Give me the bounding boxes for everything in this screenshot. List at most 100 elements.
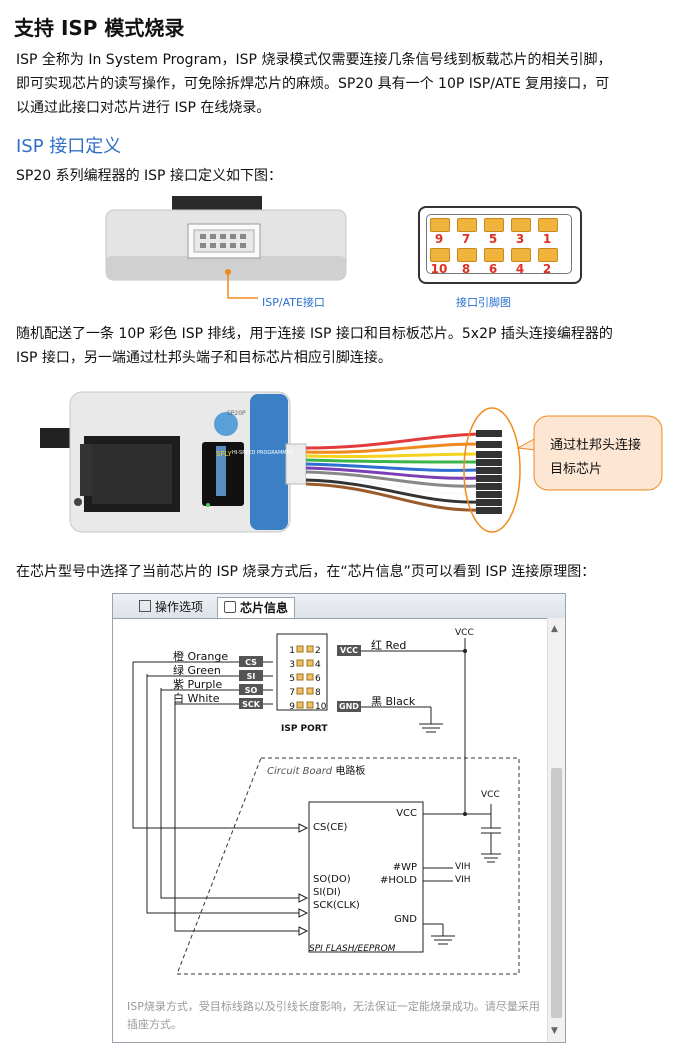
chip-caption: SPI FLASH/EEPROM [309, 944, 396, 954]
pin-pad [484, 248, 504, 262]
device-side-text: SP20P [227, 410, 246, 417]
gnd-tag: GND [339, 702, 359, 711]
device-top-image [105, 196, 347, 299]
chip-pin-hold: #HOLD [379, 875, 417, 886]
pin-number: 7 [461, 232, 471, 246]
wire-cn: 橙 [173, 650, 184, 663]
wire-en: Purple [187, 678, 223, 691]
pin-pad [430, 218, 450, 232]
pin-6: 6 [315, 674, 321, 684]
vcc-top-label: VCC [455, 628, 474, 638]
intro-line-3: 以通过此接口对芯片进行 ISP 在线烧录。 [16, 100, 271, 116]
tab-operations[interactable]: 操作选项 [133, 597, 209, 617]
isp-port-figure: ISP/ATE接口 9 7 5 3 1 10 8 6 4 2 接口引脚图 [100, 196, 600, 312]
cable-line-1: 随机配送了一条 10P 彩色 ISP 排线，用于连接 ISP 接口和目标板芯片。… [16, 326, 613, 342]
wire-orange: 橙 Orange [173, 650, 228, 664]
section-intro: SP20 系列编程器的 ISP 接口定义如下图： [16, 168, 282, 184]
wire-en: Orange [187, 650, 229, 663]
pinout-pins: 9 7 5 3 1 10 8 6 4 2 [430, 218, 570, 278]
pin-pad [430, 248, 450, 262]
pin-9: 9 [289, 702, 295, 712]
tab-operations-label: 操作选项 [155, 600, 204, 614]
vih-label-2: VIH [455, 875, 471, 885]
board-label-cn: 电路板 [335, 766, 366, 777]
port-pins-left: 1 3 5 7 9 [281, 644, 295, 714]
chip-pin-si: SI(DI) [313, 887, 341, 898]
wire-en: Green [187, 664, 221, 677]
wire-labels: 橙 Orange 绿 Green 紫 Purple 白 White [173, 650, 228, 706]
pin-number: 8 [461, 262, 471, 276]
isp-port-caption: ISP PORT [281, 724, 328, 734]
pin-pad [484, 218, 504, 232]
black-label: 黑 Black [371, 695, 416, 708]
signal-tags: CS SI SO SCK [239, 656, 263, 712]
tag-cs: CS [245, 658, 257, 667]
pin-1: 1 [289, 646, 295, 656]
pin-number: 1 [542, 232, 552, 246]
section-title: ISP 接口定义 [16, 136, 122, 157]
tag-so: SO [244, 686, 258, 695]
port-pins-right: 2 4 6 8 10 [315, 644, 331, 714]
wire-cn: 绿 [173, 664, 184, 677]
chip-pin-gnd: GND [394, 914, 417, 925]
scrollbar-thumb[interactable] [551, 768, 562, 1018]
isp-schematic [132, 633, 520, 975]
ops-icon [139, 600, 151, 612]
pin-pad [511, 248, 531, 262]
scroll-down-icon[interactable]: ▼ [551, 1026, 558, 1036]
wire-purple: 紫 Purple [173, 678, 228, 692]
pin-4: 4 [315, 660, 321, 670]
chip-pin-cs: CS(CE) [313, 822, 348, 833]
chip-pin-sck: SCK(CLK) [313, 900, 360, 911]
scroll-up-icon[interactable]: ▲ [551, 624, 558, 634]
pin-pad [511, 218, 531, 232]
pin-pad [457, 248, 477, 262]
pin-number: 4 [515, 262, 525, 276]
wire-cn: 白 [173, 692, 184, 705]
pin-8: 8 [315, 688, 321, 698]
cable-figure: SP20P SFLY HI-SPEED PROGRAMMER 通过杜邦头连接 目… [40, 386, 690, 536]
chip-pin-wp: #WP [392, 862, 417, 873]
chip-pin-vcc: VCC [396, 808, 417, 819]
tag-sck: SCK [242, 700, 260, 709]
tab-chip-info-label: 芯片信息 [240, 601, 289, 615]
wire-green: 绿 Green [173, 664, 228, 678]
device-brand: SFLY [216, 450, 232, 458]
window-footer-note: ISP烧录方式，受目标线路以及引线长度影响，无法保证一定能烧录成功。请尽量采用插… [127, 1000, 540, 1031]
pin-number: 2 [542, 262, 552, 276]
callout-line-2: 目标芯片 [550, 462, 603, 477]
schematic-intro: 在芯片型号中选择了当前芯片的 ISP 烧录方式后，在“芯片信息”页可以看到 IS… [16, 564, 596, 580]
wire-cn: 紫 [173, 678, 184, 691]
chip-icon [224, 601, 236, 613]
pin-number: 10 [430, 262, 448, 276]
tab-chip-info[interactable]: 芯片信息 [217, 597, 296, 618]
pin-2: 2 [315, 646, 321, 656]
pin-number: 6 [488, 262, 498, 276]
board-label-en: Circuit Board [267, 766, 333, 777]
cable-line-2: ISP 接口，另一端通过杜邦头端子和目标芯片相应引脚连接。 [16, 350, 392, 366]
vcc-cap-label: VCC [481, 790, 500, 800]
wire-en: White [187, 692, 220, 705]
pin-7: 7 [289, 688, 295, 698]
pin-number: 9 [434, 232, 444, 246]
isp-port-label: ISP/ATE接口 [262, 296, 325, 309]
chip-pin-so: SO(DO) [313, 874, 351, 885]
cable-paragraph: 随机配送了一条 10P 彩色 ISP 排线，用于连接 ISP 接口和目标板芯片。… [16, 322, 688, 370]
intro-line-2: 即可实现芯片的读写操作，可免除拆焊芯片的麻烦。SP20 具有一个 10P ISP… [16, 76, 610, 92]
pin-pad [538, 248, 558, 262]
device-subtitle: HI-SPEED PROGRAMMER [232, 450, 294, 456]
pinout-inner [426, 214, 572, 274]
intro-paragraph: ISP 全称为 In System Program，ISP 烧录模式仅需要连接几… [16, 48, 688, 120]
board-label: Circuit Board 电路板 [267, 762, 365, 777]
vih-label-1: VIH [455, 862, 471, 872]
pin-pad [457, 218, 477, 232]
vertical-scrollbar[interactable]: ▲ ▼ [547, 618, 565, 1042]
intro-line-1: ISP 全称为 In System Program，ISP 烧录模式仅需要连接几… [16, 52, 612, 68]
vcc-tag: VCC [340, 646, 358, 655]
programmer-cable-image [40, 391, 663, 533]
pin-10: 10 [315, 702, 327, 712]
red-label: 红 Red [371, 639, 407, 652]
tag-si: SI [246, 672, 256, 681]
pin-number: 5 [488, 232, 498, 246]
tab-bar: 操作选项 芯片信息 [113, 594, 565, 619]
